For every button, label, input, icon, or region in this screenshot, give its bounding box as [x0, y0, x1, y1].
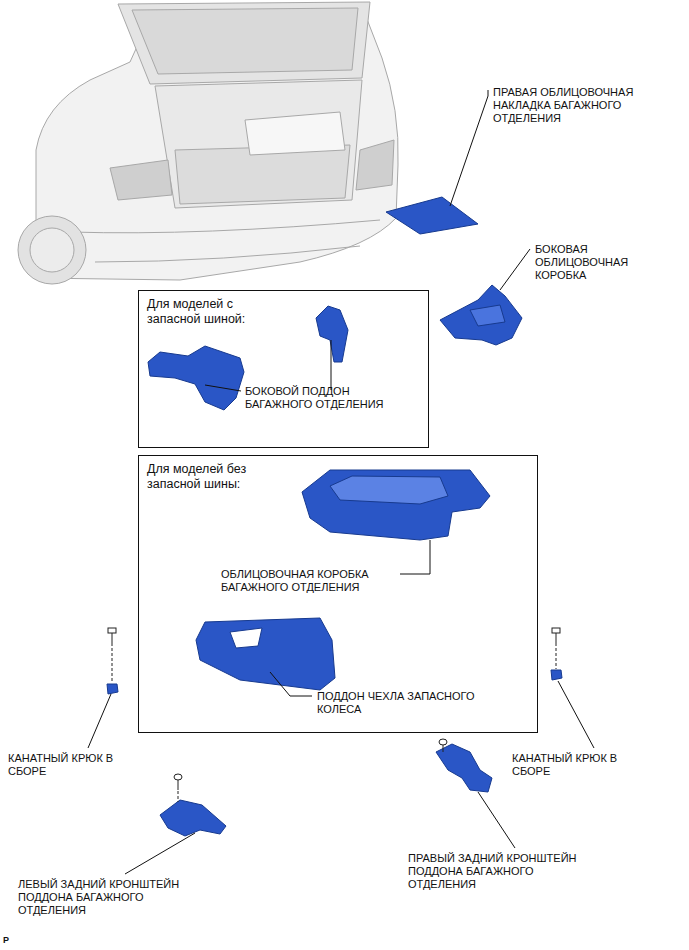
dashed-guides	[112, 648, 556, 802]
part-name: БОКОВОЙ ПОДДОН БАГАЖНОГО ОТДЕЛЕНИЯ	[245, 385, 410, 411]
condition-frame: Для моделей без запасной шины: ОБЛИЦОВОЧН…	[138, 455, 538, 733]
part-name: ПОДДОН ЧЕХЛА ЗАПАСНОГО КОЛЕСА	[317, 690, 512, 716]
condition-heading: Для моделей с запасной шиной:	[147, 297, 287, 327]
car-illustration	[18, 2, 398, 284]
bolts	[108, 628, 560, 790]
part-name: ПРАВАЯ ОБЛИЦОВОЧНАЯ НАКЛАДКА БАГАЖНОГО О…	[493, 86, 645, 125]
part-name: ОБЛИЦОВОЧНАЯ КОРОБКА БАГАЖНОГО ОТДЕЛЕНИЯ	[221, 568, 401, 594]
part-name: ПРАВЫЙ ЗАДНИЙ КРОНШТЕЙН ПОДДОНА БАГАЖНОГ…	[408, 852, 603, 891]
page-mark: P	[3, 934, 23, 947]
condition-heading: Для моделей без запасной шины:	[147, 462, 287, 492]
part-name: КАНАТНЫЙ КРЮК В СБОРЕ	[512, 752, 637, 778]
condition-frame: Для моделей с запасной шиной: БОКОВОЙ ПОД…	[138, 290, 429, 448]
part-name: ЛЕВЫЙ ЗАДНИЙ КРОНШТЕЙН ПОДДОНА БАГАЖНОГО…	[18, 878, 213, 917]
part-name: КАНАТНЫЙ КРЮК В СБОРЕ	[8, 752, 133, 778]
part-name: БОКОВАЯ ОБЛИЦОВОЧНАЯ КОРОБКА	[535, 243, 635, 282]
parts	[107, 197, 562, 836]
